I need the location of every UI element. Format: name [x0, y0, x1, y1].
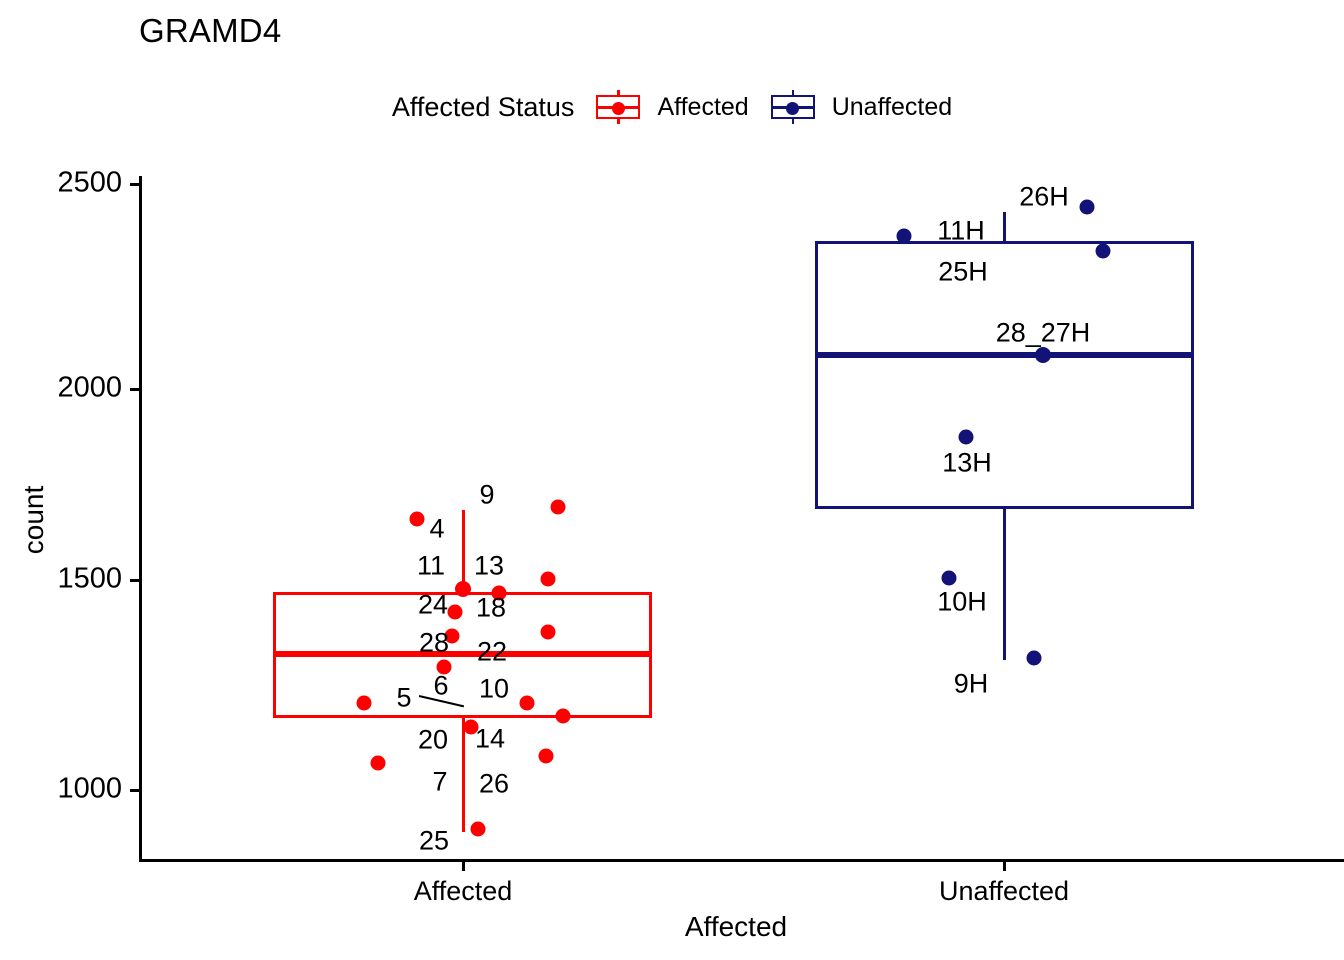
point-label: 26: [478, 768, 510, 799]
red-median-line: [273, 651, 652, 657]
x-tick-mark-affected: [462, 861, 465, 871]
x-tick-label-affected: Affected: [413, 876, 513, 906]
point-label: 9: [479, 479, 495, 510]
data-point[interactable]: [455, 581, 471, 597]
legend-title: Affected Status: [391, 91, 575, 122]
y-tick-mark-1000: [130, 789, 140, 792]
navy-box[interactable]: [815, 241, 1194, 509]
data-point[interactable]: [491, 585, 507, 601]
y-axis-line: [139, 176, 142, 862]
data-point[interactable]: [555, 708, 571, 724]
point-label: 14: [474, 723, 506, 754]
point-label: 25H: [938, 256, 988, 287]
data-point[interactable]: [1079, 199, 1095, 215]
navy-upper-whisker: [1003, 212, 1006, 244]
data-point[interactable]: [463, 719, 479, 735]
legend: Affected Status Affected Unaffected: [0, 86, 1344, 128]
point-label: 28_27H: [995, 317, 1091, 348]
x-tick-label-unaffected: Unaffected: [938, 876, 1070, 906]
point-label: 28: [418, 627, 450, 658]
data-point[interactable]: [447, 604, 463, 620]
data-point[interactable]: [519, 695, 535, 711]
point-label: 26H: [1019, 181, 1069, 212]
data-point[interactable]: [540, 571, 556, 587]
point-label: 20: [417, 724, 449, 755]
point-label: 25: [418, 825, 450, 856]
data-point[interactable]: [370, 755, 386, 771]
point-label: 24: [417, 589, 449, 620]
point-label: 13H: [942, 447, 992, 478]
point-label: 10: [478, 673, 510, 704]
data-point[interactable]: [444, 628, 460, 644]
point-label: 4: [429, 513, 445, 544]
data-point[interactable]: [941, 570, 957, 586]
data-point[interactable]: [1035, 347, 1051, 363]
red-lower-whisker: [462, 716, 465, 832]
y-tick-label-2500: 2500: [57, 166, 122, 199]
boxplot-key-icon: [766, 90, 820, 124]
navy-lower-whisker: [1003, 506, 1006, 660]
x-axis-line: [139, 859, 1344, 862]
point-label: 6: [433, 670, 449, 701]
legend-label-unaffected: Unaffected: [831, 92, 953, 121]
red-upper-whisker: [462, 510, 465, 595]
x-tick-mark-unaffected: [1003, 861, 1006, 871]
data-point[interactable]: [896, 228, 912, 244]
y-tick-label-1500: 1500: [57, 562, 122, 595]
boxplot-key-icon: [591, 90, 645, 124]
data-point[interactable]: [1095, 243, 1111, 259]
legend-item-unaffected[interactable]: Unaffected: [766, 90, 952, 124]
data-point[interactable]: [470, 821, 486, 837]
legend-item-affected[interactable]: Affected: [591, 90, 749, 124]
data-point[interactable]: [356, 695, 372, 711]
point-label: 7: [432, 766, 448, 797]
navy-median-line: [815, 352, 1194, 358]
point-label: 18: [475, 592, 507, 623]
x-axis-title: Affected: [684, 911, 788, 942]
point-label: 22: [476, 636, 508, 667]
y-axis-title: count: [18, 485, 49, 555]
y-tick-mark-2500: [130, 183, 140, 186]
data-point[interactable]: [538, 748, 554, 764]
y-tick-label-2000: 2000: [57, 371, 122, 404]
page-title: GRAMD4: [139, 12, 282, 49]
legend-label-affected: Affected: [657, 92, 749, 121]
y-tick-mark-1500: [130, 579, 140, 582]
point-label: 11H: [937, 215, 985, 246]
y-tick-label-1000: 1000: [57, 772, 122, 805]
data-point[interactable]: [1026, 650, 1042, 666]
point-label: 10H: [937, 586, 987, 617]
point-label: 9H: [953, 668, 989, 699]
y-tick-mark-2000: [130, 388, 140, 391]
point-label: 11: [416, 550, 446, 581]
point-label: 13: [473, 550, 505, 581]
data-point[interactable]: [436, 659, 452, 675]
data-point[interactable]: [550, 499, 566, 515]
data-point[interactable]: [958, 429, 974, 445]
data-point[interactable]: [540, 624, 556, 640]
point-label: 5: [396, 682, 412, 713]
data-point[interactable]: [409, 511, 425, 527]
